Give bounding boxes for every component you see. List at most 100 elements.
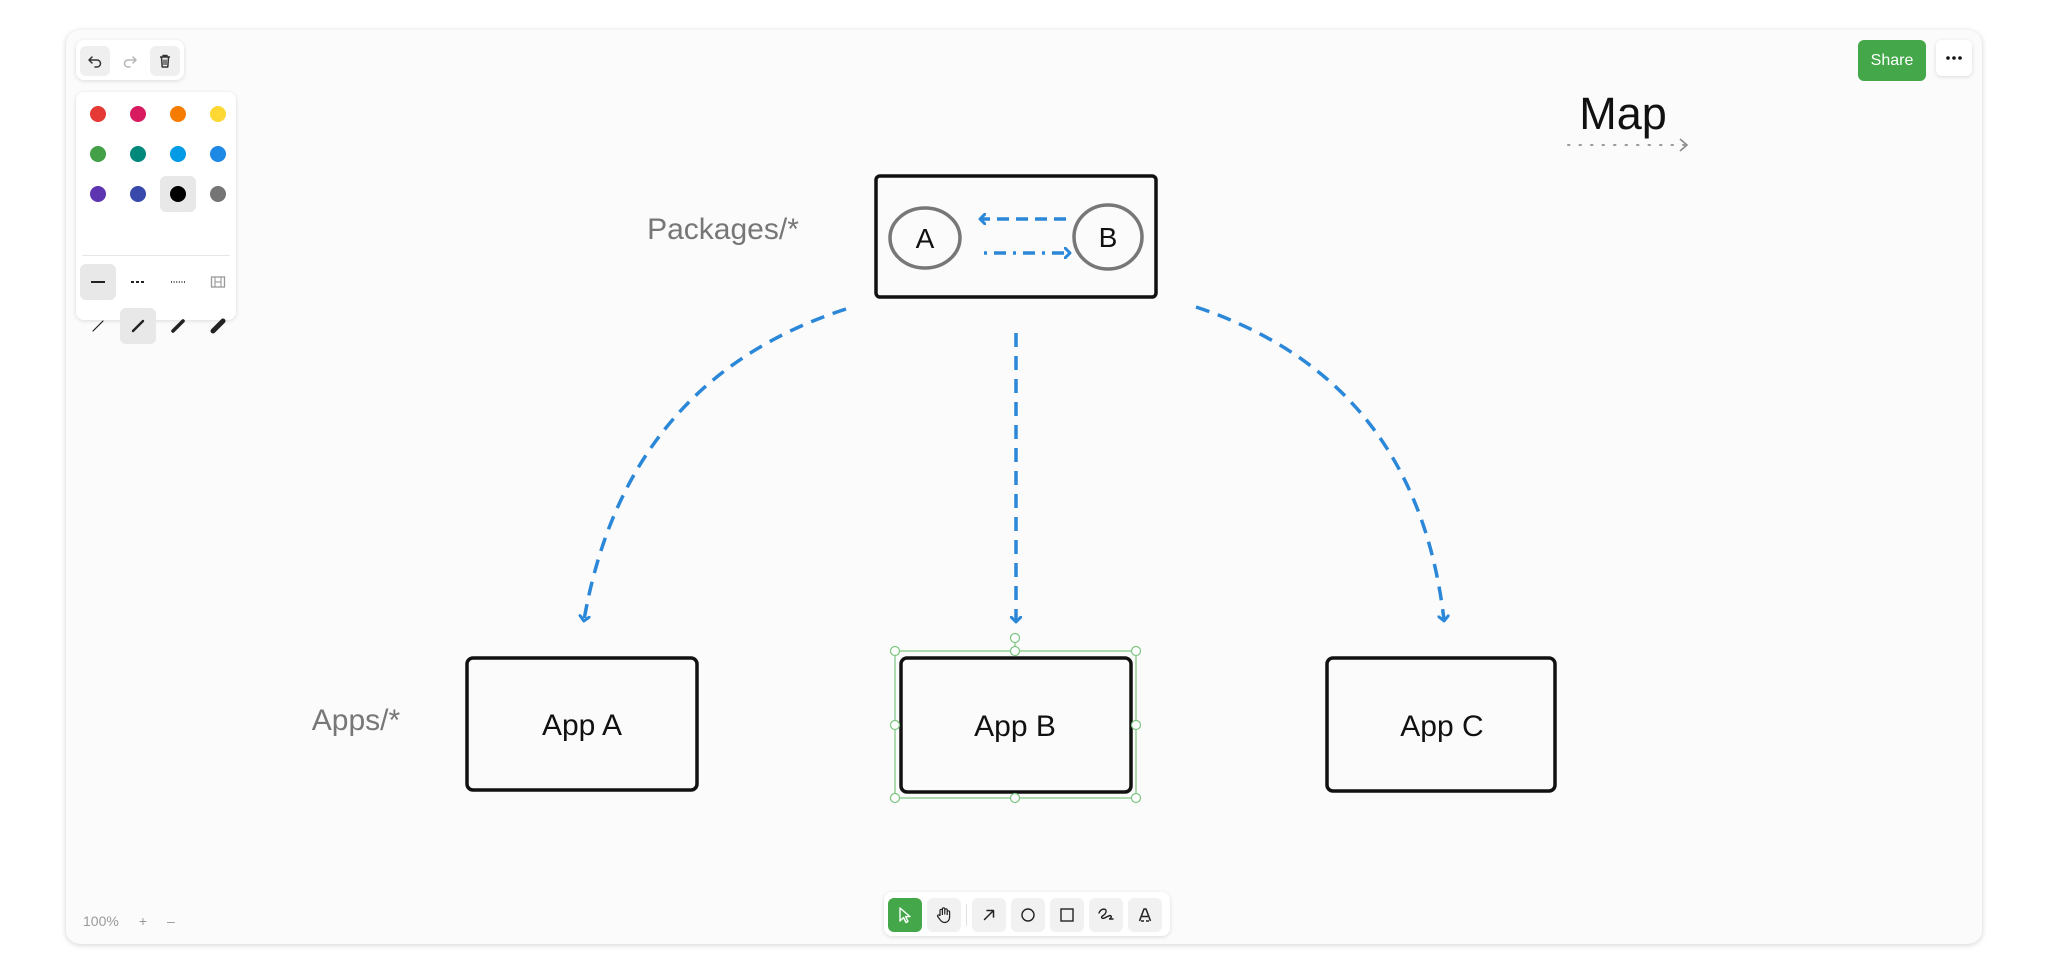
- selection-outline[interactable]: [889, 632, 1142, 804]
- color-swatch[interactable]: [120, 136, 156, 172]
- hand-icon: [936, 907, 951, 924]
- color-swatch[interactable]: [80, 136, 116, 172]
- resize-handle-nw[interactable]: [889, 645, 901, 657]
- trash-icon: [160, 54, 170, 68]
- tool-draw[interactable]: [1089, 898, 1123, 932]
- rectangle-icon: [1060, 908, 1074, 922]
- fill-style-icon: [210, 276, 226, 288]
- color-dot: [170, 106, 186, 122]
- text-icon: [1138, 908, 1152, 922]
- color-swatch[interactable]: [160, 96, 196, 132]
- drawing-canvas[interactable]: Map Packages/* Apps/* A B App A App B Ap…: [66, 30, 1982, 944]
- color-swatch[interactable]: [80, 96, 116, 132]
- stroke-medium-icon: [131, 319, 145, 333]
- undo-icon: [88, 56, 102, 68]
- node-a-circle[interactable]: [888, 206, 962, 270]
- line-dotted-icon: [171, 281, 185, 283]
- resize-handle-sw[interactable]: [889, 792, 901, 804]
- redo-button[interactable]: [115, 46, 145, 76]
- tool-ellipse[interactable]: [1011, 898, 1045, 932]
- tool-text[interactable]: [1128, 898, 1162, 932]
- resize-handle-n[interactable]: [1009, 645, 1021, 657]
- style-panel: [76, 92, 236, 344]
- tool-hand[interactable]: [927, 898, 961, 932]
- color-dot: [90, 106, 106, 122]
- resize-handle-w[interactable]: [889, 719, 901, 731]
- app-c-box[interactable]: [1325, 656, 1557, 793]
- zoom-controls: 100% + –: [83, 913, 175, 929]
- color-dot: [210, 146, 226, 162]
- color-swatch[interactable]: [80, 176, 116, 212]
- toolbar-separator: [966, 904, 967, 926]
- color-swatch[interactable]: [160, 136, 196, 172]
- color-dot: [90, 186, 106, 202]
- share-button[interactable]: Share: [1858, 40, 1926, 81]
- color-dot: [210, 106, 226, 122]
- node-b-label: B: [1099, 222, 1118, 253]
- color-swatch[interactable]: [200, 96, 236, 132]
- color-dot: [130, 146, 146, 162]
- size-extra-thick-button[interactable]: [200, 308, 236, 344]
- rotate-handle[interactable]: [1009, 632, 1021, 644]
- redo-icon: [123, 56, 137, 68]
- color-dot: [90, 146, 106, 162]
- resize-handle-e[interactable]: [1130, 719, 1142, 731]
- packages-box[interactable]: [874, 174, 1158, 299]
- panel-divider: [82, 255, 230, 256]
- dash-dashed-button[interactable]: [120, 264, 156, 300]
- zoom-in-button[interactable]: +: [138, 913, 147, 929]
- zoom-level[interactable]: 100%: [83, 913, 119, 929]
- arrow-to-app-a[interactable]: [584, 307, 847, 620]
- color-swatch[interactable]: [200, 136, 236, 172]
- tool-select[interactable]: [888, 898, 922, 932]
- color-dot: [130, 106, 146, 122]
- dash-none-button[interactable]: [200, 264, 236, 300]
- title-arrowhead: [1679, 138, 1689, 152]
- tool-arrow[interactable]: [972, 898, 1006, 932]
- color-swatch[interactable]: [160, 176, 196, 212]
- more-dots-icon: [1946, 56, 1962, 60]
- more-menu-button[interactable]: [1936, 40, 1972, 76]
- packages-label[interactable]: Packages/*: [647, 213, 799, 246]
- dash-dotted-button[interactable]: [160, 264, 196, 300]
- undo-button[interactable]: [80, 46, 110, 76]
- size-medium-button[interactable]: [120, 308, 156, 344]
- app-b-label: App B: [974, 710, 1056, 743]
- color-dot: [130, 186, 146, 202]
- arrow-icon: [983, 909, 995, 921]
- color-dot: [170, 186, 186, 202]
- stroke-thin-icon: [92, 320, 104, 332]
- stroke-thick-icon: [171, 319, 185, 333]
- color-swatch[interactable]: [120, 176, 156, 212]
- app-a-box[interactable]: [465, 656, 699, 792]
- tool-rectangle[interactable]: [1050, 898, 1084, 932]
- color-swatch[interactable]: [120, 96, 156, 132]
- node-a-label: A: [916, 223, 935, 254]
- resize-handle-ne[interactable]: [1130, 645, 1142, 657]
- dash-solid-button[interactable]: [80, 264, 116, 300]
- color-swatch[interactable]: [200, 176, 236, 212]
- resize-handle-se[interactable]: [1130, 792, 1142, 804]
- apps-label[interactable]: Apps/*: [312, 704, 401, 737]
- line-solid-icon: [91, 281, 105, 283]
- cursor-icon: [899, 907, 911, 924]
- resize-handle-s[interactable]: [1009, 792, 1021, 804]
- app-a-label: App A: [542, 709, 622, 742]
- line-dashed-icon: [131, 281, 145, 283]
- arrow-to-app-c[interactable]: [1195, 305, 1444, 620]
- node-b-circle[interactable]: [1072, 203, 1144, 271]
- tools-toolbar: [884, 892, 1170, 936]
- size-thin-button[interactable]: [80, 308, 116, 344]
- zoom-out-button[interactable]: –: [167, 913, 175, 929]
- delete-button[interactable]: [150, 46, 180, 76]
- size-thick-button[interactable]: [160, 308, 196, 344]
- color-dot: [170, 146, 186, 162]
- stroke-extra-thick-icon: [210, 318, 226, 334]
- ellipse-icon: [1021, 908, 1035, 922]
- pencil-scribble-icon: [1098, 908, 1114, 920]
- map-title[interactable]: Map: [1579, 88, 1667, 139]
- color-dot: [210, 186, 226, 202]
- history-panel: [76, 40, 184, 80]
- whiteboard-app: Map Packages/* Apps/* A B App A App B Ap…: [66, 30, 1982, 944]
- app-c-label: App C: [1400, 710, 1483, 743]
